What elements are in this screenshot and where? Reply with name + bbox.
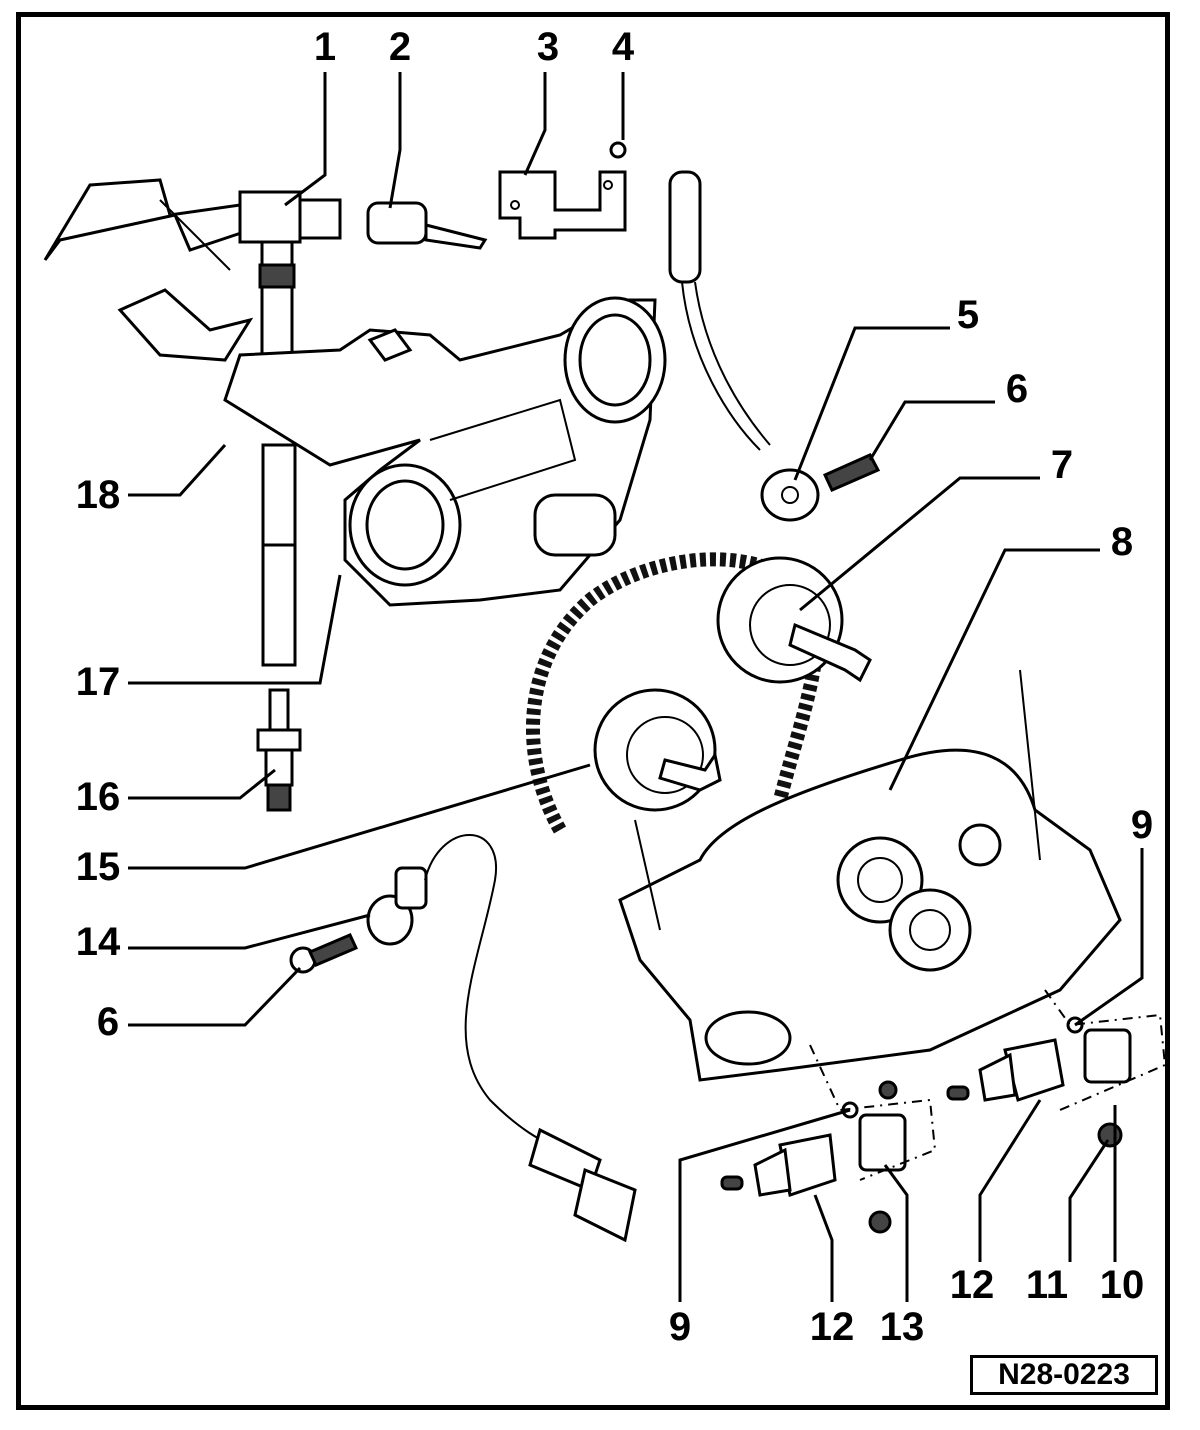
callout-9-right: 9: [1131, 803, 1153, 847]
reference-code-box: N28-0223: [970, 1355, 1158, 1395]
callout-15: 15: [76, 845, 121, 889]
callout-1: 1: [314, 25, 336, 69]
callout-11: 11: [1026, 1263, 1068, 1307]
spark-plug-part: [256, 443, 302, 812]
callout-12-right: 12: [950, 1263, 995, 1307]
callout-8: 8: [1111, 520, 1133, 564]
callout-18: 18: [76, 473, 121, 517]
diagram-frame: [16, 12, 1170, 1410]
solenoid-valve-left-part: [720, 1133, 892, 1234]
callout-16: 16: [76, 775, 121, 819]
timing-cover-part: [618, 669, 1122, 1082]
camshaft-adjuster-part: [593, 556, 872, 812]
callout-14: 14: [76, 920, 121, 964]
callout-12-left: 12: [810, 1305, 855, 1349]
hall-sender-left-part: [809, 1044, 937, 1181]
cylinder-head-part: [223, 296, 667, 607]
leader-lines: [128, 72, 1144, 1302]
callout-17: 17: [76, 660, 121, 704]
callout-9-left: 9: [669, 1305, 691, 1349]
solenoid-valve-right-part: [946, 1038, 1123, 1148]
callout-2: 2: [389, 25, 411, 69]
sensor-connector-part: [366, 201, 488, 250]
hall-sender-right-part: [1044, 989, 1167, 1111]
callout-7: 7: [1051, 443, 1073, 487]
cover-bracket-part: [43, 178, 254, 362]
callout-6-lower: 6: [97, 1000, 119, 1044]
callout-5: 5: [957, 293, 979, 337]
knock-sensor-upper-part: [668, 170, 881, 522]
callout-4: 4: [612, 25, 635, 69]
knock-sensor-lower-part: [289, 834, 637, 1243]
callout-10: 10: [1100, 1263, 1145, 1307]
callout-3: 3: [537, 25, 559, 69]
callout-6-upper: 6: [1006, 367, 1028, 411]
timing-chain-part: [526, 552, 825, 834]
callout-13: 13: [880, 1305, 925, 1349]
bracket-part: [498, 141, 627, 240]
